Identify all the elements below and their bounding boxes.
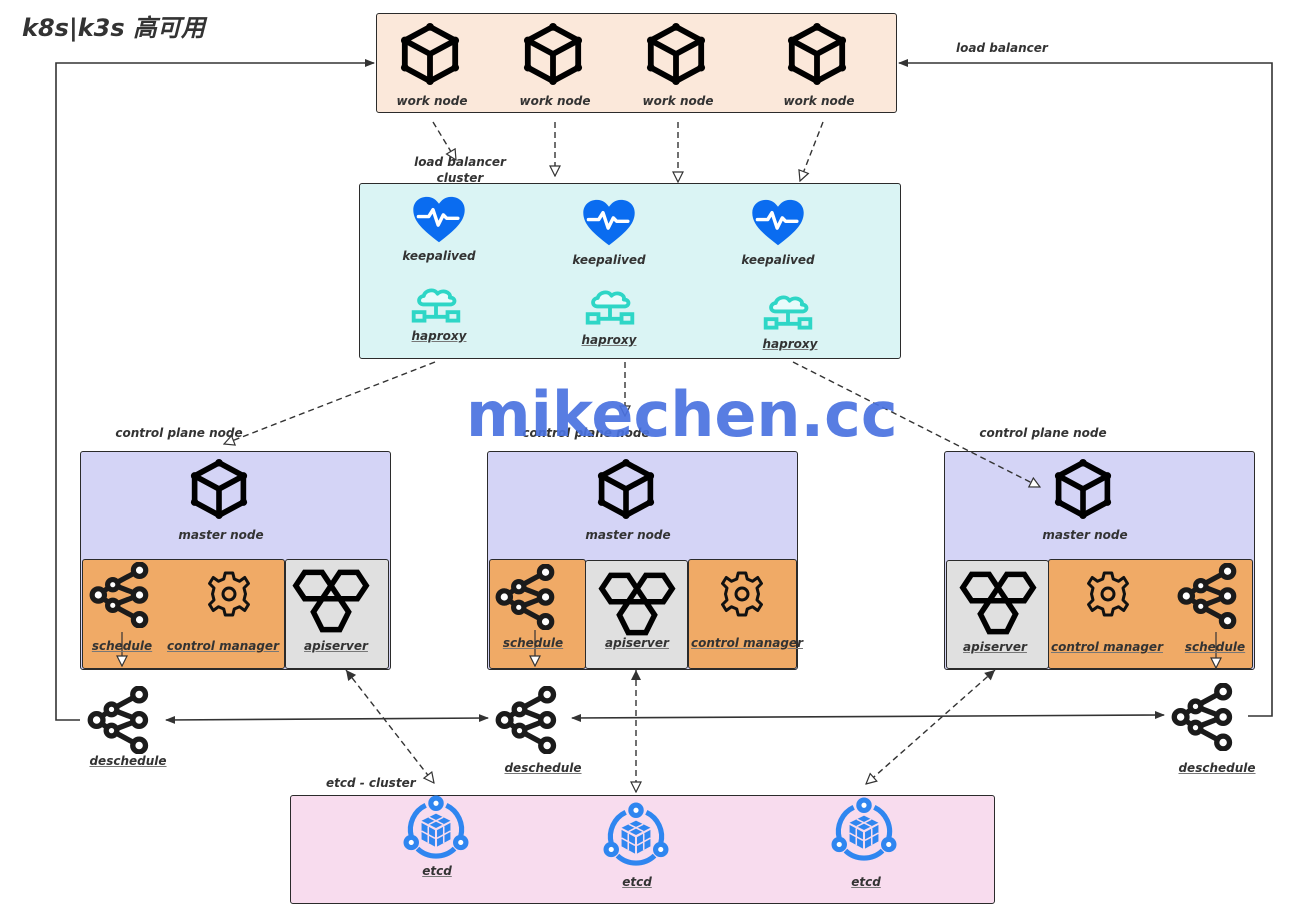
graph-icon <box>88 562 154 628</box>
heart-pulse-icon <box>581 199 637 247</box>
cube-icon <box>786 23 848 85</box>
keepalived-label: keepalived <box>741 253 815 267</box>
control-plane-label: control plane node <box>115 426 243 440</box>
cp3-apiserver-panel <box>946 560 1049 669</box>
cube-icon <box>596 459 656 519</box>
cube-icon <box>189 459 249 519</box>
deschedule-link[interactable]: deschedule <box>504 761 582 775</box>
schedule-link[interactable]: schedule <box>91 639 153 653</box>
hexagons-icon <box>957 570 1039 636</box>
graph-icon <box>1176 563 1242 629</box>
loop-left <box>55 59 375 721</box>
cube-icon <box>399 23 461 85</box>
desched-link-2 <box>571 711 1165 722</box>
graph-icon <box>494 686 562 754</box>
etcd-cluster-icon <box>831 797 897 863</box>
cloud-network-icon <box>406 286 466 326</box>
master-node-label: master node <box>178 528 264 542</box>
gear-icon <box>1084 570 1132 618</box>
apiserver-link[interactable]: apiserver <box>963 640 1027 654</box>
schedule-link[interactable]: schedule <box>502 636 564 650</box>
lb-cluster-label-line2: cluster <box>436 171 484 185</box>
etcd-cluster-icon <box>403 795 469 861</box>
work-node-label: work node <box>396 94 468 108</box>
control-plane-label: control plane node <box>979 426 1107 440</box>
graph-icon <box>1170 683 1238 751</box>
gear-icon <box>718 570 766 618</box>
cube-icon <box>522 23 584 85</box>
keepalived-label: keepalived <box>402 249 476 263</box>
schedule-link[interactable]: schedule <box>1184 640 1246 654</box>
graph-icon <box>494 564 560 630</box>
graph-icon <box>86 686 154 754</box>
watermark: mikechen.cc <box>466 378 898 451</box>
work-node-label: work node <box>783 94 855 108</box>
gear-icon <box>205 570 253 618</box>
etcd-link[interactable]: etcd <box>851 875 881 889</box>
heart-pulse-icon <box>411 196 467 244</box>
hexagons-icon <box>290 568 372 634</box>
work-node-label: work node <box>642 94 714 108</box>
control-manager-link[interactable]: control manager <box>691 636 803 650</box>
cube-icon <box>645 23 707 85</box>
etcd-link[interactable]: etcd <box>422 864 452 878</box>
cloud-network-icon <box>758 293 818 333</box>
etcd-cluster-icon <box>603 802 669 868</box>
apiserver-link[interactable]: apiserver <box>605 636 669 650</box>
control-manager-link[interactable]: control manager <box>1051 640 1163 654</box>
haproxy-link[interactable]: haproxy <box>411 329 467 343</box>
etcd-link[interactable]: etcd <box>622 875 652 889</box>
cp2-apiserver-panel <box>585 560 688 669</box>
control-plane-label: control plane node <box>522 426 650 440</box>
master-node-label: master node <box>585 528 671 542</box>
master-node-label: master node <box>1042 528 1128 542</box>
load-balancer-label: load balancer <box>956 41 1048 55</box>
hexagons-icon <box>596 571 678 637</box>
diagram-title: k8s|k3s 高可用 <box>22 14 206 42</box>
work-node-label: work node <box>519 94 591 108</box>
deschedule-link[interactable]: deschedule <box>89 754 167 768</box>
lb-cluster-label-line1: load balancer <box>414 155 506 169</box>
cp1-orange-panel <box>82 559 285 669</box>
etcd-cluster-label: etcd - cluster <box>326 776 416 790</box>
apiserver-link[interactable]: apiserver <box>304 639 368 653</box>
loop-right <box>898 59 1273 717</box>
control-manager-link[interactable]: control manager <box>167 639 279 653</box>
heart-pulse-icon <box>750 199 806 247</box>
desched-link-1 <box>165 714 489 724</box>
keepalived-label: keepalived <box>572 253 646 267</box>
haproxy-link[interactable]: haproxy <box>762 337 818 351</box>
haproxy-link[interactable]: haproxy <box>581 333 637 347</box>
deschedule-link[interactable]: deschedule <box>1178 761 1256 775</box>
cube-icon <box>1053 459 1113 519</box>
cloud-network-icon <box>580 288 640 328</box>
